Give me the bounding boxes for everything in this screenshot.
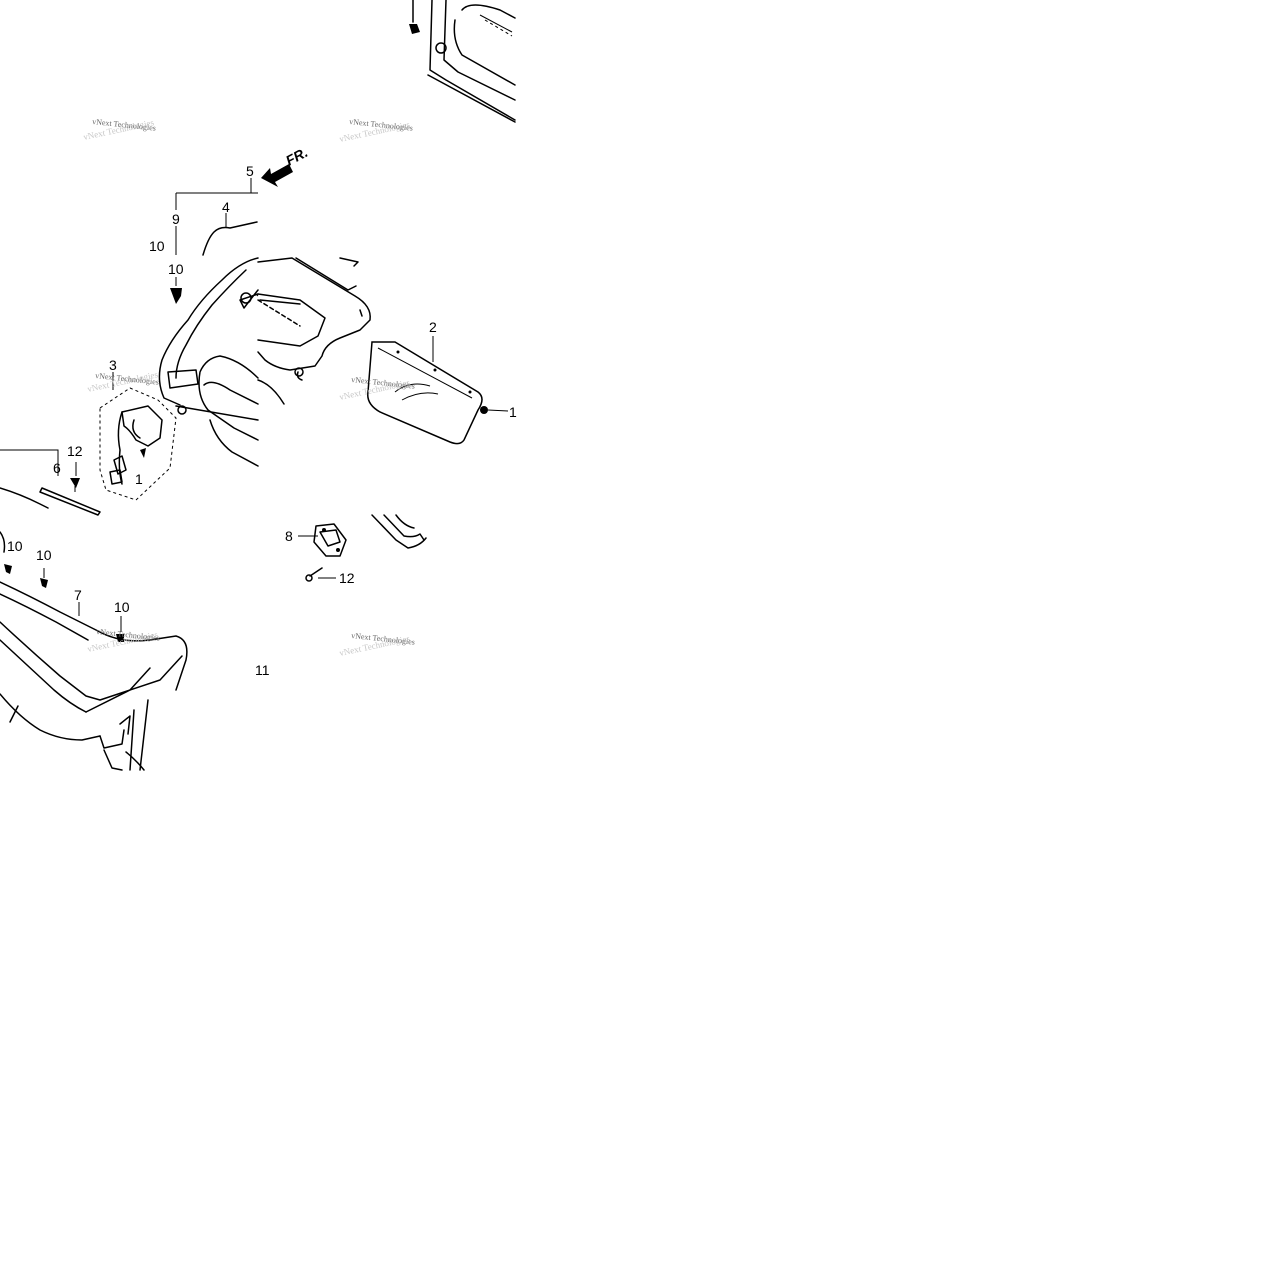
callout-2: 2 [429, 319, 437, 335]
callout-11: 11 [255, 662, 270, 678]
screw-12-mid [70, 462, 80, 492]
callout-12-b: 12 [339, 570, 355, 586]
watermark-2: vNext Technologies vNext Technologies [338, 117, 413, 144]
callout-4: 4 [222, 199, 230, 215]
callout-3: 3 [109, 357, 117, 373]
upper-screw [409, 0, 420, 34]
lower-dash-panel [0, 581, 188, 771]
watermark-6: vNext Technologies vNext Technologies [338, 631, 415, 658]
upper-dash-panel [427, 0, 516, 123]
direction-label: FR. [283, 144, 310, 169]
main-instrument-panel [158, 257, 259, 467]
watermark-1: vNext Technologies vNext Technologies [82, 117, 156, 142]
callout-10-a: 10 [149, 238, 165, 254]
part-3-module [99, 372, 177, 501]
panel-right-section [257, 257, 371, 405]
leader-lines-upper [175, 178, 258, 255]
callout-10-e: 10 [114, 599, 130, 615]
callout-9: 9 [172, 211, 180, 227]
part-8-bracket [298, 523, 347, 557]
fastener-10-mid [40, 568, 48, 588]
callout-6: 6 [53, 460, 61, 476]
callout-7: 7 [74, 587, 82, 603]
part-4-harness [202, 221, 258, 256]
callout-12-a: 12 [67, 443, 83, 459]
fastener-10-right [116, 616, 124, 642]
part-2-lid [367, 336, 483, 445]
callout-8: 8 [285, 528, 293, 544]
callout-10-b: 10 [168, 261, 184, 277]
watermark-3: vNext Technologies vNext Technologies [86, 369, 159, 394]
callout-10-c: 10 [7, 538, 23, 554]
lower-bracket-fragment [371, 514, 427, 549]
callout-1-a: 1 [509, 404, 517, 420]
fastener-10-left [0, 531, 12, 574]
front-arrow-icon [261, 164, 293, 187]
callout-1-b: 1 [135, 471, 143, 487]
callout-10-d: 10 [36, 547, 52, 563]
callout-5: 5 [246, 163, 254, 179]
screw-12-lower [305, 567, 336, 582]
part-1-clip-right [480, 406, 509, 414]
part-6-strip [0, 449, 101, 516]
watermark-5: vNext Technologies vNext Technologies [86, 627, 160, 654]
screw-10-upper [170, 277, 182, 304]
